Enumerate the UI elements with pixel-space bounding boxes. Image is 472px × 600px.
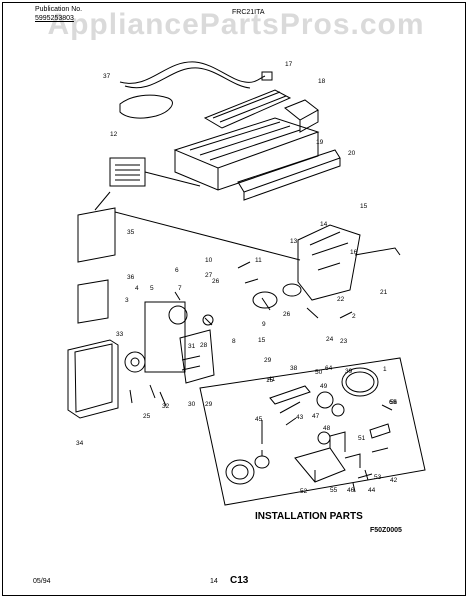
installation-parts-title: INSTALLATION PARTS — [255, 511, 363, 522]
callout-number: 46 — [347, 487, 355, 494]
callout-number: 45 — [255, 416, 263, 423]
callout-number: 29 — [205, 401, 213, 408]
mold-cover — [203, 89, 292, 129]
callout-number: 47 — [312, 413, 320, 420]
hose-fitting — [225, 459, 255, 485]
installation-parts-frame — [199, 357, 426, 506]
module-housing — [297, 224, 361, 301]
clamp — [357, 423, 391, 479]
diagram-code: F50Z0005 — [370, 527, 402, 534]
callout-number: 7 — [178, 285, 182, 292]
callout-number: 13 — [290, 238, 298, 245]
page-border — [2, 2, 466, 596]
callout-number: 52 — [300, 488, 308, 495]
callout-number: 20 — [348, 150, 356, 157]
callout-number: 23 — [340, 338, 348, 345]
insulation-panel-38 — [77, 279, 109, 324]
callout-number: 55 — [330, 487, 338, 494]
timing-gear — [168, 305, 188, 325]
callout-number: 56 — [390, 399, 398, 406]
callout-number: 41 — [268, 376, 276, 383]
callout-number: 50 — [315, 369, 323, 376]
callout-number: 34 — [76, 440, 84, 447]
callout-number: 25 — [143, 413, 151, 420]
callout-number: 64 — [325, 365, 333, 372]
callout-number: 22 — [337, 296, 345, 303]
callout-number: 33 — [116, 331, 124, 338]
shutoff-arm — [284, 99, 319, 133]
callout-number: 37 — [103, 73, 111, 80]
callout-number: 29 — [264, 357, 272, 364]
callout-number: 42 — [390, 477, 398, 484]
callout-number: 18 — [318, 78, 326, 85]
motor — [144, 301, 186, 373]
callout-number: 39 — [345, 368, 353, 375]
callout-number: 60 — [389, 399, 397, 406]
callout-number: 35 — [127, 229, 135, 236]
water-valve — [294, 447, 346, 483]
fill-tube — [269, 385, 311, 405]
support-bracket — [179, 329, 215, 384]
callout-number: 3 — [125, 297, 129, 304]
model-number: FRC21ITA — [232, 9, 265, 16]
callout-number: 15 — [266, 377, 274, 384]
callout-number: 38 — [290, 365, 298, 372]
callout-number: 49 — [320, 383, 328, 390]
screw — [129, 291, 181, 407]
callout-number: 16 — [350, 249, 358, 256]
callout-number: 1 — [383, 366, 387, 373]
callout-number: 12 — [110, 131, 118, 138]
callout-number: 28 — [200, 342, 208, 349]
callout-number: 17 — [285, 61, 293, 68]
callout-number: 24 — [326, 336, 334, 343]
callout-number: 15 — [360, 203, 368, 210]
thermostat — [252, 291, 278, 309]
callout-number: 19 — [316, 139, 324, 146]
callout-number: 10 — [205, 257, 213, 264]
water-tube-coil — [341, 367, 379, 397]
footer-date: 05/94 — [33, 578, 51, 585]
callout-number: 48 — [323, 425, 331, 432]
terminal-block — [109, 157, 146, 187]
module-cover — [67, 339, 119, 419]
callout-number: 32 — [162, 403, 170, 410]
callout-number: 2 — [352, 313, 356, 320]
ice-mold — [173, 117, 320, 169]
callout-number: 4 — [135, 285, 139, 292]
insulation-panel-37 — [77, 207, 116, 263]
callout-number: 27 — [205, 272, 213, 279]
callout-number: 31 — [188, 343, 196, 350]
watermark: AppliancePartsPros.com — [47, 8, 425, 41]
callout-number: 15 — [258, 337, 266, 344]
callout-number: 26 — [283, 311, 291, 318]
callout-number: 53 — [374, 474, 382, 481]
publication-label: Publication No. — [35, 6, 83, 13]
drive-gear — [124, 351, 146, 373]
callout-number: 30 — [188, 401, 196, 408]
callout-number: 5 — [150, 285, 154, 292]
publication-number: 5995253803 — [35, 15, 74, 22]
callout-number: 11 — [255, 257, 262, 264]
callout-number: 9 — [262, 321, 266, 328]
wire-harness — [119, 61, 266, 84]
callout-number: 6 — [175, 267, 179, 274]
callout-number: 8 — [232, 338, 236, 345]
callout-number: 21 — [380, 289, 388, 296]
callout-number: 43 — [296, 414, 304, 421]
callout-number: 14 — [320, 221, 328, 228]
callout-number: 36 — [127, 274, 135, 281]
callout-number: 51 — [358, 435, 366, 442]
footer-page: 14 — [210, 578, 218, 585]
callout-number: 26 — [212, 278, 220, 285]
callout-number: 44 — [368, 487, 376, 494]
footer-section: C13 — [230, 575, 249, 586]
